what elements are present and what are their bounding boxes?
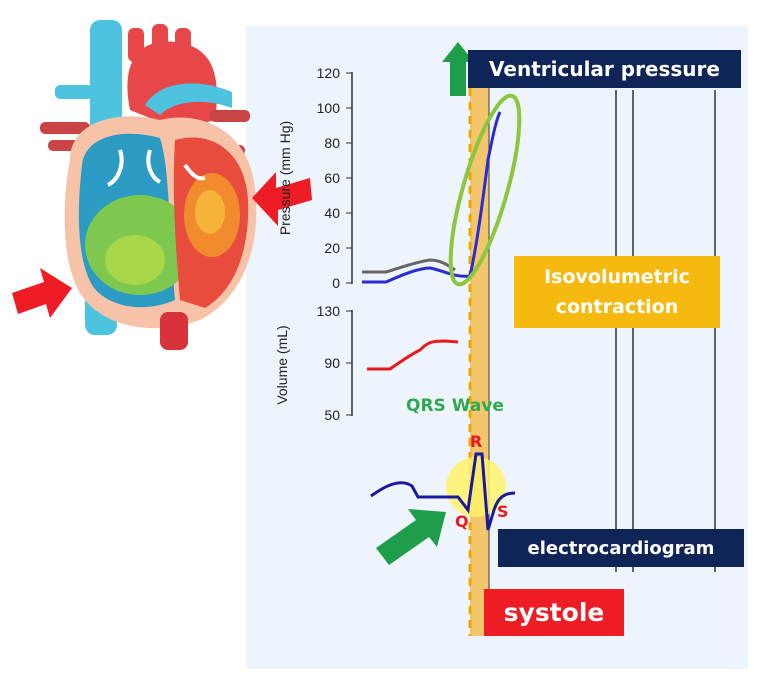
qrs-wave-label: QRS Wave [406, 396, 504, 416]
pressure-tick: 120 [317, 65, 341, 81]
q-label: Q [455, 512, 469, 531]
ventricular-pressure-text: Ventricular pressure [489, 57, 720, 81]
r-label: R [470, 432, 483, 451]
pressure-tick: 60 [324, 170, 340, 186]
ventricular-pressure-label: Ventricular pressure [468, 50, 741, 88]
electrocardiogram-label: electrocardiogram [498, 529, 744, 567]
systole-label: systole [484, 589, 624, 636]
systole-text: systole [503, 598, 605, 627]
volume-axis-title: Volume (mL) [274, 325, 290, 404]
pressure-tick: 100 [317, 100, 341, 116]
red-arrow-icon [252, 172, 312, 226]
ventricular-volume-line [367, 339, 459, 371]
volume-tick: 90 [324, 355, 340, 371]
s-label: S [497, 502, 509, 521]
isovolumetric-line2: contraction [555, 296, 679, 318]
atrial-pressure-line [362, 258, 456, 274]
heart-illustration [40, 20, 257, 350]
pressure-tick: 20 [324, 240, 340, 256]
volume-axis: 130 90 50 Volume (mL) [274, 303, 353, 423]
green-up-arrow-icon [442, 42, 474, 96]
ecg-line [370, 452, 516, 531]
isovolumetric-line1: Isovolumetric [544, 266, 690, 288]
pressure-tick: 80 [324, 135, 340, 151]
green-arrow-icon [376, 509, 446, 565]
isovolumetric-contraction-label: Isovolumetric contraction [514, 256, 720, 328]
highlight-ellipse [448, 93, 522, 287]
pressure-tick: 40 [324, 205, 340, 221]
volume-tick: 50 [324, 407, 340, 423]
volume-tick: 130 [317, 303, 341, 319]
pressure-axis-title: Pressure (mm Hg) [277, 121, 293, 235]
pressure-axis: 120 100 80 60 40 20 0 Pressure (mm Hg) [277, 65, 353, 291]
pressure-tick: 0 [332, 275, 340, 291]
electrocardiogram-text: electrocardiogram [527, 537, 715, 559]
red-arrow-icon [12, 268, 72, 318]
